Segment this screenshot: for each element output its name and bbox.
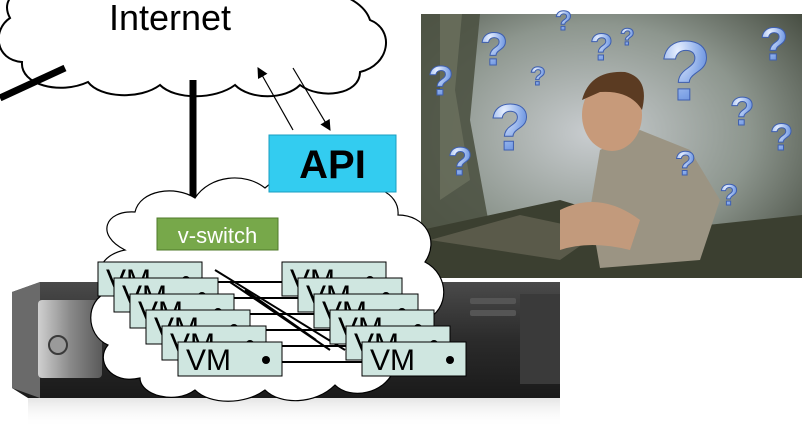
- vm-port-dot: [262, 356, 270, 364]
- confused-person-photo: ? ? ? ? ? ? ? ? ? ? ? ? ? ?: [421, 5, 802, 278]
- question-mark-icon: ?: [590, 27, 613, 69]
- vm-links: [200, 269, 364, 363]
- server-front-panel: [38, 300, 102, 378]
- vswitch-label: v-switch: [178, 223, 257, 248]
- question-mark-icon: ?: [730, 90, 754, 134]
- vm-port-dot: [446, 356, 454, 364]
- external-link-line: [0, 64, 67, 102]
- question-mark-icon: ?: [555, 5, 572, 36]
- question-mark-icon: ?: [660, 24, 711, 118]
- internet-cloud: Internet: [0, 0, 387, 98]
- vm-label: VM: [186, 344, 231, 377]
- vm-label: VM: [370, 344, 415, 377]
- question-mark-icon: ?: [620, 24, 635, 51]
- question-mark-icon: ?: [760, 18, 788, 70]
- internet-label: Internet: [109, 0, 231, 38]
- question-mark-icon: ?: [530, 61, 546, 91]
- vm-box: VM: [177, 341, 283, 377]
- vm-stack-right: VMVMVMVMVMVM: [281, 261, 467, 377]
- vswitch-box: v-switch: [156, 217, 279, 251]
- question-mark-icon: ?: [480, 23, 508, 75]
- vm-stack-left: VMVMVMVMVMVM: [97, 261, 283, 377]
- question-mark-icon: ?: [675, 145, 696, 183]
- vm-box: VM: [361, 341, 467, 377]
- api-arrows: [257, 67, 331, 131]
- question-mark-icon: ?: [448, 140, 472, 184]
- api-box: API: [268, 134, 397, 193]
- question-mark-icon: ?: [428, 57, 454, 104]
- question-mark-icon: ?: [720, 179, 738, 212]
- question-mark-icon: ?: [490, 90, 530, 164]
- power-button-icon: [48, 335, 68, 355]
- api-label: API: [299, 143, 366, 187]
- server-reflection: [28, 398, 560, 428]
- question-mark-icon: ?: [770, 117, 793, 159]
